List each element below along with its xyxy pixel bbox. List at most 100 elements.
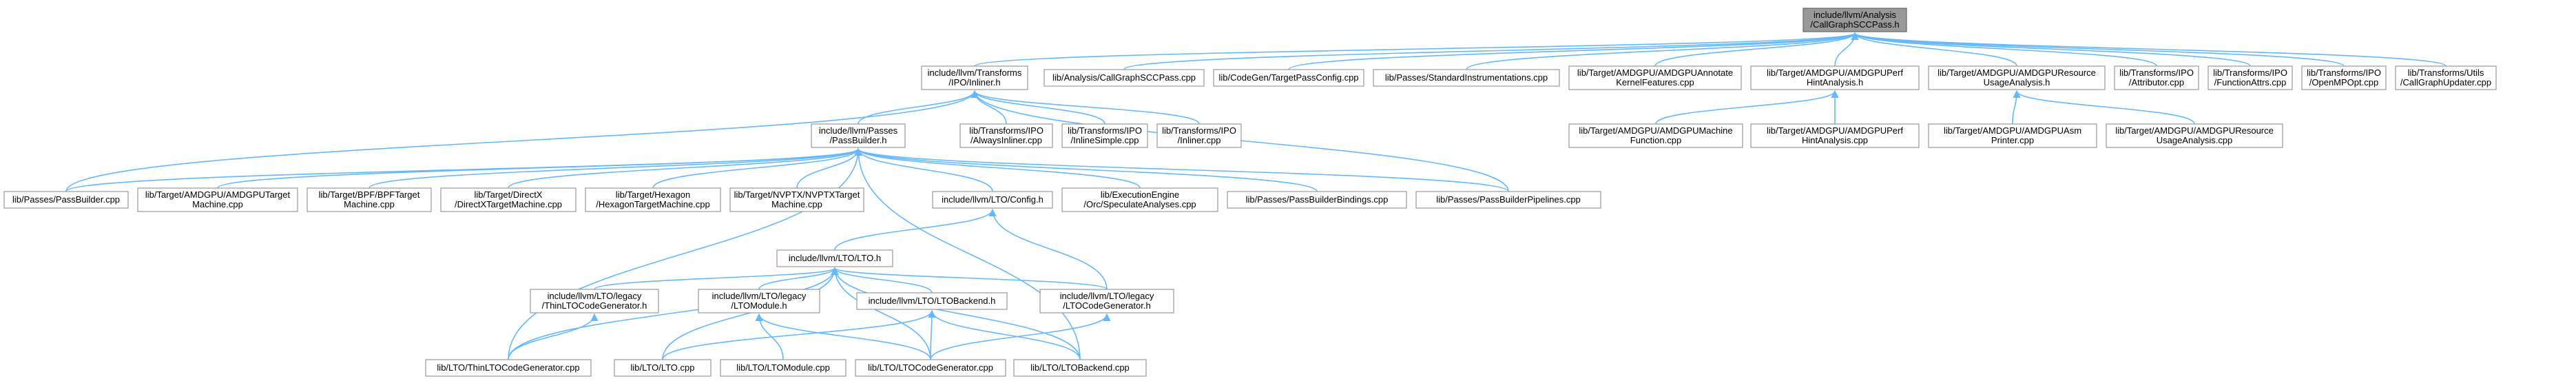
node-box [2208,65,2293,90]
file-node-lib-target-amdgpu-amdgputargetmachine-cpp[interactable]: lib/Target/AMDGPU/AMDGPUTargetMachine.cp… [137,187,298,212]
dependency-edge [858,90,979,125]
node-label-line: lib/Passes/PassBuilderBindings.cpp [1246,194,1389,205]
node-box [776,249,893,267]
file-node-lib-target-amdgpu-amdgpuannotatekernelfeatures-cpp[interactable]: lib/Target/AMDGPU/AMDGPUAnnotateKernelFe… [1568,65,1742,90]
dependency-edge [508,147,862,189]
dependency-edge [508,313,599,360]
file-node-lib-codegen-targetpassconfig-cpp[interactable]: lib/CodeGen/TargetPassConfig.cpp [1213,69,1364,87]
node-box [1227,191,1407,209]
node-box [959,123,1053,148]
node-label-line: lib/Target/AMDGPU/AMDGPUAsm [1944,125,2081,136]
file-node-include-llvm-analysis-callgraphsccpass-h[interactable]: include/llvm/Analysis/CallGraphSCCPass.h [1803,8,1907,32]
node-box [1061,187,1218,212]
file-node-lib-passes-standardinstrumentations-cpp[interactable]: lib/Passes/StandardInstrumentations.cpp [1373,69,1560,87]
file-node-lib-transforms-ipo-functionattrs-cpp[interactable]: lib/Transforms/IPO/FunctionAttrs.cpp [2208,65,2293,90]
file-node-lib-target-hexagon-hexagontargetmachine-cpp[interactable]: lib/Target/Hexagon/HexagonTargetMachine.… [585,187,721,212]
file-node-lib-transforms-ipo-inlinesimple-cpp[interactable]: lib/Transforms/IPO/InlineSimple.cpp [1061,123,1148,148]
file-node-lib-lto-thinltocodegenerator-cpp[interactable]: lib/LTO/ThinLTOCodeGenerator.cpp [425,359,592,377]
node-label-line: Machine.cpp [771,199,822,209]
node-label-line: lib/Passes/PassBuilder.cpp [12,194,120,205]
node-label-line: /AlwaysInliner.cpp [970,135,1042,145]
dependency-edge [1123,32,1859,70]
dependency-edge [831,267,1081,360]
node-label-line: KernelFeatures.cpp [1616,77,1694,87]
file-node-lib-lto-ltobackend-cpp[interactable]: lib/LTO/LTOBackend.cpp [1013,359,1147,377]
node-label-line: lib/CodeGen/TargetPassConfig.cpp [1218,72,1358,83]
file-node-include-llvm-lto-config-h[interactable]: include/llvm/LTO/Config.h [932,191,1053,209]
node-box [1568,123,1743,148]
dependency-edge [831,267,1108,290]
dependency-edge [834,208,997,251]
node-box [1750,123,1920,148]
dependency-edge [854,147,993,192]
node-label-line: Machine.cpp [192,199,243,209]
node-label-line: /Attributor.cpp [2129,77,2184,87]
file-node-lib-target-amdgpu-amdgpuresourceusageanalysis-h[interactable]: lib/Target/AMDGPU/AMDGPUResourceUsageAna… [1928,65,2106,90]
node-label-line: include/llvm/Analysis [1814,10,1896,20]
dependency-edge [508,267,839,360]
file-node-lib-target-amdgpu-amdgpuresourceusageanalysis-cpp[interactable]: lib/Target/AMDGPU/AMDGPUResourceUsageAna… [2106,123,2283,148]
file-node-include-llvm-passes-passbuilder-h[interactable]: include/llvm/Passes/PassBuilder.h [811,123,906,148]
root-node-box [1803,8,1907,32]
dependency-edge [970,90,1200,125]
file-node-include-llvm-lto-legacy-thinltocodegenerator-h[interactable]: include/llvm/LTO/legacy/ThinLTOCodeGener… [530,289,659,313]
file-node-lib-lto-lto-cpp[interactable]: lib/LTO/LTO.cpp [614,359,711,377]
dependency-edge [1851,32,2251,67]
dependency-edge [1851,32,2017,67]
node-label-line: /DirectXTargetMachine.cpp [455,199,562,209]
node-label-line: /CallGraphSCCPass.h [1810,19,1899,30]
file-node-include-llvm-lto-lto-h[interactable]: include/llvm/LTO/LTO.h [776,249,893,267]
file-node-lib-transforms-utils-callgraphupdater-cpp[interactable]: lib/Transforms/Utils/CallGraphUpdater.cp… [2395,65,2497,90]
file-node-include-llvm-transforms-ipo-inliner-h[interactable]: include/llvm/Transforms/IPO/Inliner.h [921,65,1028,90]
node-box [1415,191,1601,209]
file-node-lib-target-directx-directxtargetmachine-cpp[interactable]: lib/Target/DirectX/DirectXTargetMachine.… [440,187,577,212]
file-node-lib-transforms-ipo-alwaysinliner-cpp[interactable]: lib/Transforms/IPO/AlwaysInliner.cpp [959,123,1053,148]
node-box [614,359,711,377]
node-label-line: lib/LTO/LTO.cpp [631,362,695,373]
node-label-line: include/llvm/LTO/LTO.h [789,253,881,263]
dependency-edge [1466,32,1859,70]
file-node-lib-lto-ltomodule-cpp[interactable]: lib/LTO/LTOModule.cpp [720,359,846,377]
node-label-line: include/llvm/LTO/LTOBackend.h [869,296,996,306]
file-node-lib-lto-ltocodegenerator-cpp[interactable]: lib/LTO/LTOCodeGenerator.cpp [855,359,1006,377]
file-node-lib-transforms-ipo-openmpopt-cpp[interactable]: lib/Transforms/IPO/OpenMPOpt.cpp [2301,65,2387,90]
file-nodes: include/llvm/Analysis/CallGraphSCCPass.h… [3,8,2497,377]
node-box [932,191,1053,209]
node-box [729,187,864,212]
file-node-include-llvm-lto-ltobackend-h[interactable]: include/llvm/LTO/LTOBackend.h [856,292,1008,310]
file-node-include-llvm-lto-legacy-ltocodegenerator-h[interactable]: include/llvm/LTO/legacy/LTOCodeGenerator… [1039,289,1174,313]
dependency-edge [2012,90,2021,125]
dependency-edge [854,147,1141,189]
node-label-line: lib/Transforms/IPO [969,125,1043,136]
node-box [856,292,1008,310]
file-node-lib-transforms-ipo-inliner-cpp[interactable]: lib/Transforms/IPO/Inliner.cpp [1156,123,1242,148]
node-box [530,289,659,313]
node-label-line: lib/Transforms/IPO [2119,68,2194,78]
file-node-lib-target-amdgpu-amdgpumachinefunction-cpp[interactable]: lib/Target/AMDGPU/AMDGPUMachineFunction.… [1568,123,1743,148]
file-node-lib-analysis-callgraphsccpass-cpp[interactable]: lib/Analysis/CallGraphSCCPass.cpp [1043,69,1205,87]
file-node-lib-passes-passbuilder-cpp[interactable]: lib/Passes/PassBuilder.cpp [3,191,129,209]
node-label-line: include/llvm/Passes [819,125,898,136]
file-node-lib-target-amdgpu-amdgpuperfhintanalysis-h[interactable]: lib/Target/AMDGPU/AMDGPUPerfHintAnalysis… [1750,65,1920,90]
file-node-lib-target-amdgpu-amdgpuperfhintanalysis-cpp[interactable]: lib/Target/AMDGPU/AMDGPUPerfHintAnalysis… [1750,123,1920,148]
file-node-lib-passes-passbuilderpipelines-cpp[interactable]: lib/Passes/PassBuilderPipelines.cpp [1415,191,1601,209]
dependency-edge [662,309,936,360]
node-box [137,187,298,212]
file-node-include-llvm-lto-legacy-ltomodule-h[interactable]: include/llvm/LTO/legacy/LTOModule.h [698,289,820,313]
file-node-lib-transforms-ipo-attributor-cpp[interactable]: lib/Transforms/IPO/Attributor.cpp [2114,65,2199,90]
node-label-line: /FunctionAttrs.cpp [2214,77,2287,87]
file-node-lib-passes-passbuilderbindings-cpp[interactable]: lib/Passes/PassBuilderBindings.cpp [1227,191,1407,209]
node-label-line: lib/Target/Hexagon [616,189,690,200]
dependency-edge [1655,90,1839,125]
node-box [855,359,1006,377]
node-label-line: lib/Target/DirectX [475,189,543,200]
dependency-edge [65,90,979,192]
file-node-lib-executionengine-orc-speculateanalyses-cpp[interactable]: lib/ExecutionEngine/Orc/SpeculateAnalyse… [1061,187,1218,212]
node-label-line: lib/Transforms/IPO [2213,68,2287,78]
node-label-line: /Orc/SpeculateAnalyses.cpp [1083,199,1196,209]
node-label-line: lib/ExecutionEngine [1101,189,1179,200]
node-label-line: include/llvm/LTO/legacy [1060,291,1154,301]
